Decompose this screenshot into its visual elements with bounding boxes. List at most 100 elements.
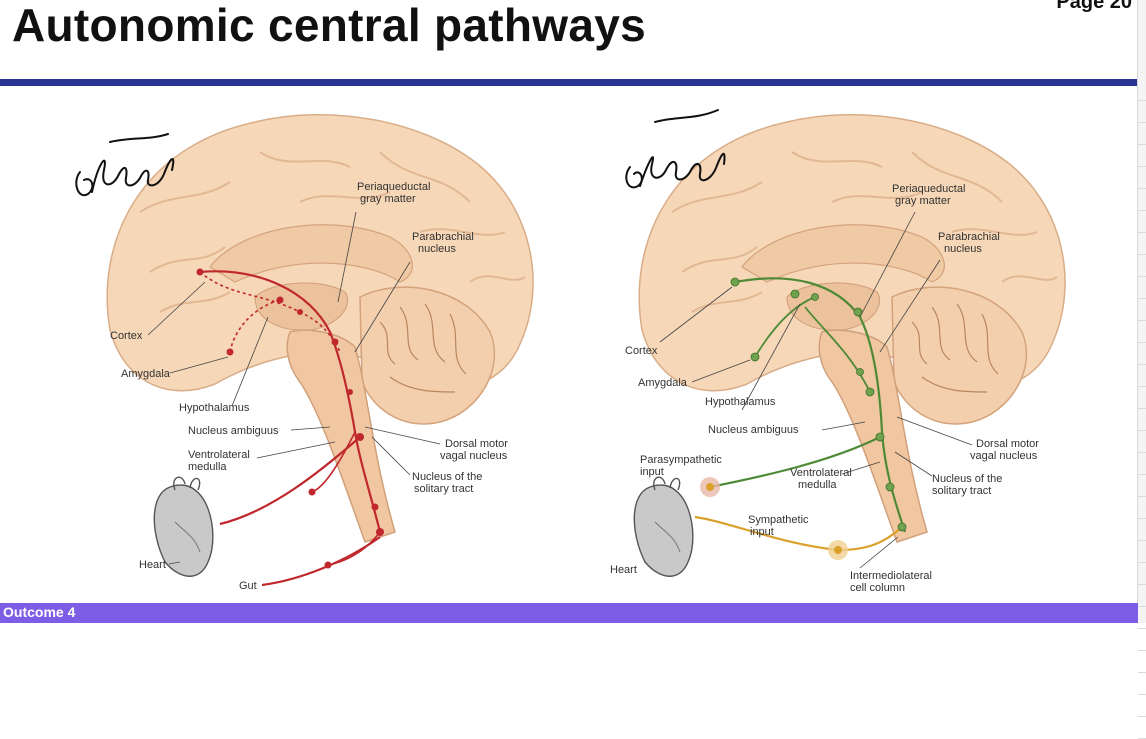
right-edge-panel: [1137, 0, 1146, 739]
corpus-callosum: [209, 224, 413, 283]
label-dorsal-motor-line1: Dorsal motor: [976, 438, 1039, 450]
afferent-fiber-sympathetic: [694, 515, 903, 552]
label-dorsal-motor-line2: vagal nucleus: [440, 450, 508, 462]
label-ventrolateral-line2: medulla: [798, 479, 837, 491]
edge-tick: [1138, 232, 1146, 233]
cerebellum-folia: [379, 303, 467, 393]
afferent-fiber-amygdala: [754, 296, 816, 358]
cerebellum-folia: [911, 303, 999, 393]
edge-tick: [1138, 694, 1146, 695]
afferent-fiber-parasympathetic: [709, 436, 881, 489]
handwritten-efferent: [75, 133, 175, 197]
heart-illustration: [633, 476, 694, 577]
label-solitary-line2: solitary tract: [932, 485, 991, 497]
edge-tick: [1138, 518, 1146, 519]
edge-tick: [1138, 606, 1146, 607]
label-dorsal-motor-line2: vagal nucleus: [970, 450, 1038, 462]
label-sympathetic-line2: input: [750, 526, 774, 538]
edge-tick: [1138, 408, 1146, 409]
edge-tick: [1138, 474, 1146, 475]
label-parabrachial-line2: nucleus: [418, 243, 456, 255]
brainstem: [818, 329, 928, 543]
page-number: Page 20: [1056, 0, 1132, 13]
edge-tick: [1138, 254, 1146, 255]
label-parasympathetic-line1: Parasympathetic: [640, 454, 722, 466]
edge-tick: [1138, 100, 1146, 101]
label-ventrolateral-line1: Ventrolateral: [790, 467, 852, 479]
label-intermediolateral-line1: Intermediolateral: [850, 570, 932, 582]
edge-tick: [1138, 628, 1146, 629]
edge-tick: [1138, 672, 1146, 673]
afferent-nodes: [730, 277, 907, 532]
edge-tick: [1138, 122, 1146, 123]
label-dorsal-motor-line1: Dorsal motor: [445, 438, 508, 450]
edge-tick: [1138, 650, 1146, 651]
thalamus: [254, 282, 348, 331]
edge-tick: [1138, 386, 1146, 387]
label-periaqueductal-line1: Periaqueductal: [357, 181, 430, 193]
label-nucleus-ambiguus: Nucleus ambiguus: [188, 425, 279, 437]
label-parasympathetic-line2: input: [640, 466, 664, 478]
label-periaqueductal-line1: Periaqueductal: [892, 183, 965, 195]
edge-tick: [1138, 562, 1146, 563]
footer-label: Outcome 4: [3, 604, 76, 620]
efferent-fiber-gut: [261, 536, 381, 587]
heart-illustration: [153, 476, 214, 577]
efferent-nodes: [196, 268, 384, 569]
label-periaqueductal-line2: gray matter: [360, 193, 416, 205]
label-solitary-line1: Nucleus of the: [412, 471, 482, 483]
label-parabrachial-line1: Parabrachial: [412, 231, 474, 243]
label-heart: Heart: [610, 564, 637, 576]
label-cortex: Cortex: [625, 345, 658, 357]
edge-tick: [1138, 430, 1146, 431]
efferent-fiber-cortex: [199, 271, 341, 353]
cerebellum: [891, 286, 1028, 425]
efferent-fiber-branch: [311, 431, 381, 566]
edge-tick: [1138, 716, 1146, 717]
afferent-fiber-hypothalamus: [804, 306, 871, 393]
label-periaqueductal-line2: gray matter: [895, 195, 951, 207]
edge-tick: [1138, 320, 1146, 321]
label-solitary-line1: Nucleus of the: [932, 473, 1002, 485]
cerebral-gyri: [671, 151, 1058, 313]
label-parabrachial-line1: Parabrachial: [938, 231, 1000, 243]
edge-tick: [1138, 144, 1146, 145]
title-underline: [0, 79, 1139, 86]
label-hypothalamus: Hypothalamus: [705, 396, 776, 408]
edge-tick: [1138, 496, 1146, 497]
label-nucleus-ambiguus: Nucleus ambiguus: [708, 424, 799, 436]
footer-bar: Outcome 4: [0, 603, 1138, 623]
label-gut: Gut: [239, 580, 257, 592]
corpus-callosum: [741, 224, 945, 283]
cerebellum: [359, 286, 496, 425]
leader-lines: [147, 211, 441, 565]
edge-tick: [1138, 342, 1146, 343]
edge-tick: [1138, 540, 1146, 541]
edge-tick: [1138, 584, 1146, 585]
label-cortex: Cortex: [110, 330, 143, 342]
edge-tick: [1138, 452, 1146, 453]
edge-tick: [1138, 188, 1146, 189]
leader-lines: [659, 211, 973, 569]
edge-tick: [1138, 298, 1146, 299]
thalamus: [786, 282, 880, 331]
label-sympathetic-line1: Sympathetic: [748, 514, 809, 526]
label-ventrolateral-line2: medulla: [188, 461, 227, 473]
